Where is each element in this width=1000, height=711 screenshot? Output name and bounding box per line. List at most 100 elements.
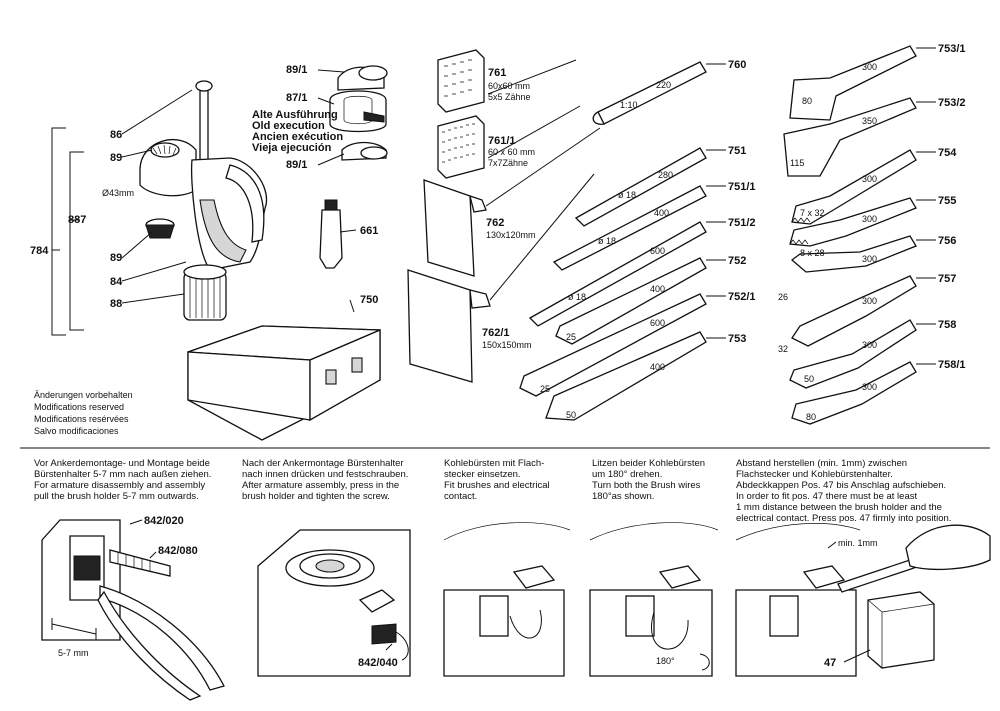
instruction-step-4: Litzen beider Kohlebürsten um 180° drehe… <box>592 458 706 502</box>
callout-89-1-top: 89/1 <box>286 64 307 76</box>
callout-751-1: 751/1 <box>728 181 756 193</box>
tool-757-width: 32 <box>778 344 788 354</box>
old-execution-en: Old execution <box>252 120 325 132</box>
tool-751-1 <box>552 185 726 271</box>
callout-754: 754 <box>938 147 957 159</box>
callout-761: 761 <box>488 67 506 79</box>
tool-756-width: 26 <box>778 292 788 302</box>
tool-753-1-width: 80 <box>802 96 812 106</box>
rotation-label: 180° <box>656 656 675 666</box>
tool-760 <box>592 61 726 125</box>
step-2-figure <box>257 529 411 677</box>
callout-762-1: 762/1 <box>482 327 510 339</box>
callout-842-080: 842/080 <box>158 545 198 557</box>
step-4-figure <box>589 522 719 677</box>
tool-753-1-length: 300 <box>862 62 877 72</box>
callout-89-upper: 89 <box>110 152 122 164</box>
old-execution-de: Alte Ausführung <box>252 109 338 121</box>
callout-756: 756 <box>938 235 956 247</box>
tool-753-2-length: 350 <box>862 116 877 126</box>
callout-89-1-bottom: 89/1 <box>286 159 307 171</box>
tool-758 <box>789 319 936 389</box>
callout-752: 752 <box>728 255 746 267</box>
tool-752 <box>555 257 726 345</box>
tool-756-length: 300 <box>862 254 877 264</box>
notice-en: Modifications reserved <box>34 402 124 412</box>
handle-assembly <box>51 80 268 336</box>
tool-753-length: 400 <box>650 362 665 372</box>
tool-751-2-length: 600 <box>650 246 665 256</box>
old-execution-clamp <box>317 65 388 166</box>
old-execution-fr: Ancien exécution <box>252 131 343 143</box>
tool-752-1-length: 600 <box>650 318 665 328</box>
callout-762: 762 <box>486 217 504 229</box>
pad-761-size: 60x60 mm <box>488 81 530 91</box>
callout-761-1: 761/1 <box>488 135 516 147</box>
tool-757 <box>791 275 936 347</box>
callout-758-1: 758/1 <box>938 359 966 371</box>
pad-761-teeth: 5x5 Zähne <box>488 92 531 102</box>
callout-842-040: 842/040 <box>358 657 398 669</box>
callout-47: 47 <box>824 657 836 669</box>
callout-755: 755 <box>938 195 956 207</box>
tool-751 <box>574 147 726 227</box>
tool-754 <box>791 149 936 225</box>
callout-753-1: 753/1 <box>938 43 966 55</box>
callout-88: 88 <box>110 298 122 310</box>
tool-758-1-length: 300 <box>862 382 877 392</box>
pad-761-1-teeth: 7x7Zähne <box>488 158 528 168</box>
instruction-step-3: Kohlebürsten mit Flach- stecker einsetze… <box>444 458 550 502</box>
tool-751-2-dia: ø 18 <box>568 292 586 302</box>
tool-760-length: 220 <box>656 80 671 90</box>
carrying-case <box>187 299 381 441</box>
step-3-figure <box>443 522 571 677</box>
tool-755-size: 8 x 28 <box>800 248 825 258</box>
tool-755-length: 300 <box>862 214 877 224</box>
callout-760: 760 <box>728 59 746 71</box>
tool-751-1-length: 400 <box>654 208 669 218</box>
pad-762-1-size: 150x150mm <box>482 340 532 350</box>
callout-750: 750 <box>360 294 378 306</box>
tool-751-length: 280 <box>658 170 673 180</box>
tool-758-length: 300 <box>862 340 877 350</box>
notice-es: Salvo modificaciones <box>34 426 119 436</box>
callout-751-2: 751/2 <box>728 217 756 229</box>
step-1-figure <box>41 519 225 701</box>
tool-751-dia: ø 18 <box>618 190 636 200</box>
callout-753-2: 753/2 <box>938 97 966 109</box>
pad-762-size: 130x120mm <box>486 230 536 240</box>
tool-753 <box>545 331 726 421</box>
tool-756 <box>790 235 936 273</box>
tool-753-width: 50 <box>566 410 576 420</box>
notice-de: Änderungen vorbehalten <box>34 390 133 400</box>
tool-752-1 <box>519 293 726 397</box>
callout-89-lower: 89 <box>110 252 122 264</box>
tool-753-1 <box>789 45 936 121</box>
notice-fr: Modifications resérvées <box>34 414 129 424</box>
instruction-step-5: Abstand herstellen (min. 1mm) zwischen F… <box>736 458 952 524</box>
tool-757-length: 300 <box>862 296 877 306</box>
callout-842-020: 842/020 <box>144 515 184 527</box>
min-distance-label: min. 1mm <box>838 538 878 548</box>
callout-753: 753 <box>728 333 746 345</box>
gap-dimension: 5-7 mm <box>58 648 89 658</box>
tool-751-1-dia: ø 18 <box>598 236 616 246</box>
old-execution-es: Vieja ejecución <box>252 142 332 154</box>
tool-752-width: 25 <box>566 332 576 342</box>
chisel-column-right <box>783 45 936 425</box>
bore-diameter-label: Ø43mm <box>102 188 134 198</box>
tool-758-width: 50 <box>804 374 814 384</box>
callout-758: 758 <box>938 319 956 331</box>
callout-751: 751 <box>728 145 746 157</box>
callout-887: 887 <box>68 214 86 226</box>
bush-hammer-pads <box>407 49 601 383</box>
instruction-step-1: Vor Ankerdemontage- und Montage beide Bü… <box>34 458 212 502</box>
tool-753-2-width: 115 <box>790 158 804 168</box>
tool-755 <box>789 197 936 247</box>
callout-84: 84 <box>110 276 123 288</box>
callout-661: 661 <box>360 225 378 237</box>
tool-751-2 <box>528 221 726 327</box>
tool-760-taper: 1:10 <box>620 100 638 110</box>
instruction-step-2: Nach der Ankermontage Bürstenhalter nach… <box>242 458 409 502</box>
